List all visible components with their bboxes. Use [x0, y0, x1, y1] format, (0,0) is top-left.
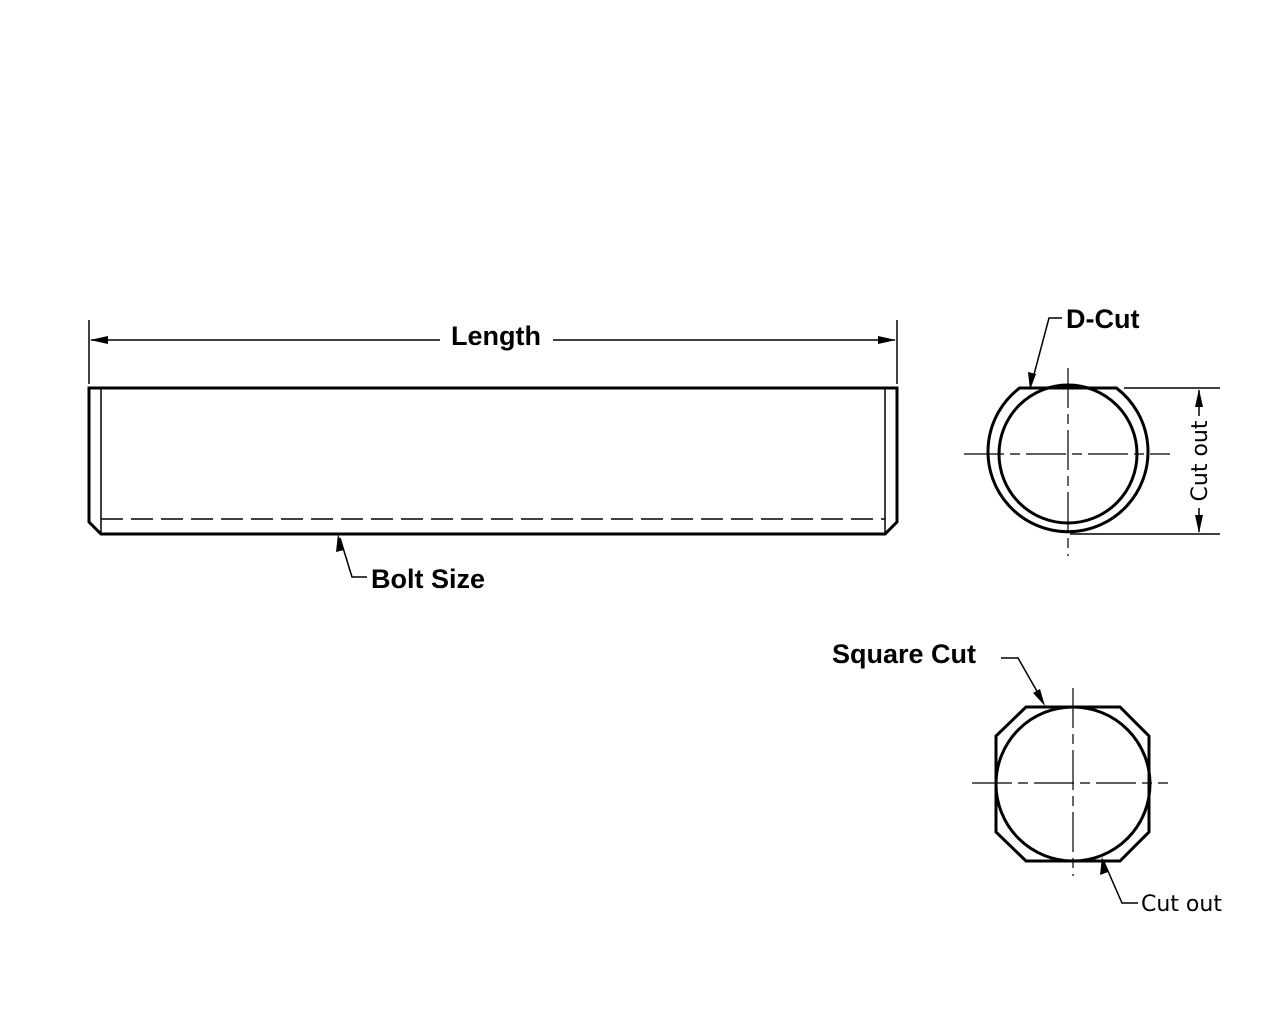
bolt-size-leader: Bolt Size [336, 534, 485, 594]
length-label: Length [451, 321, 541, 351]
cut-out-bottom-label: Cut out [1141, 892, 1222, 917]
square-cut-end-view [972, 688, 1168, 876]
bolt-size-label: Bolt Size [371, 564, 485, 594]
cut-out-vertical-label: Cut out [1188, 420, 1213, 501]
cut-out-bottom-leader: Cut out [1100, 857, 1222, 917]
length-dimension: Length [88, 320, 898, 384]
d-cut-end-view [964, 368, 1170, 556]
d-cut-leader: D-Cut [1028, 304, 1139, 390]
square-cut-leader: Square Cut [832, 639, 1045, 706]
cut-out-dimension: Cut out [1070, 387, 1220, 535]
rod-side-view [87, 386, 899, 536]
square-cut-label: Square Cut [832, 639, 976, 669]
d-cut-label: D-Cut [1066, 304, 1139, 334]
